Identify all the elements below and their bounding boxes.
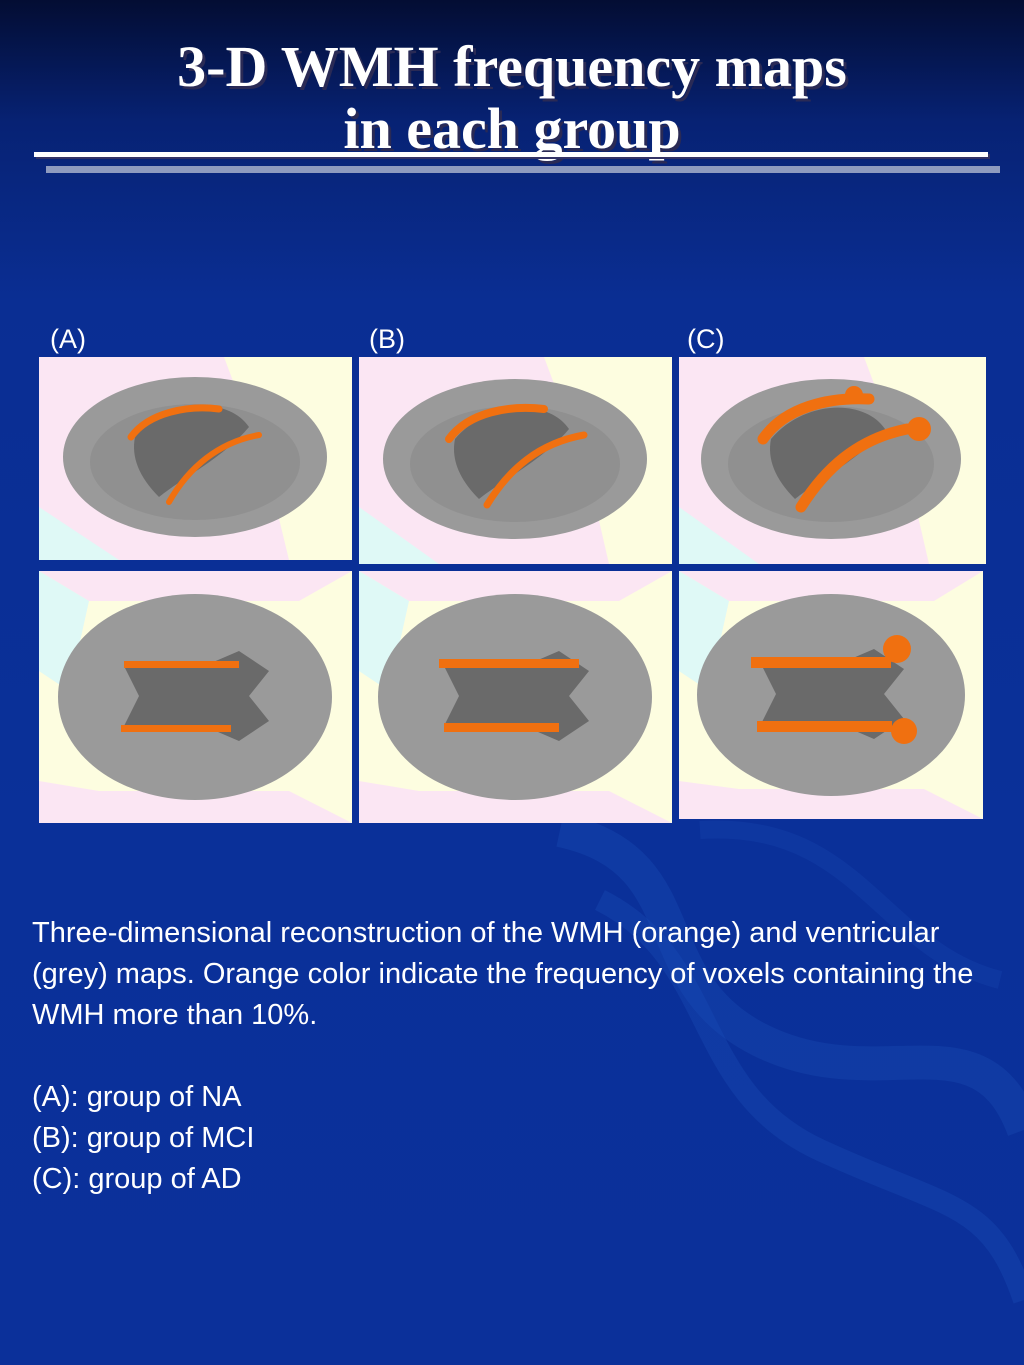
- panel-label-c: (C): [687, 324, 725, 354]
- panel-label-a: (A): [50, 324, 86, 354]
- brain-oblique-view-b: [359, 357, 672, 564]
- slide-title: 3-D WMH frequency maps in each group: [0, 36, 1024, 160]
- title-line-1: 3-D WMH frequency maps: [177, 34, 847, 99]
- brain-axial-view-a: [39, 571, 352, 823]
- title-underline-shadow: [46, 166, 1000, 173]
- group-legend: (A): group of NA (B): group of MCI (C): …: [32, 1077, 254, 1200]
- title-underline: [34, 152, 988, 157]
- brain-axial-view-c: [679, 571, 983, 819]
- panel-label-b: (B): [369, 324, 405, 354]
- figure-caption: Three-dimensional reconstruction of the …: [32, 917, 974, 1031]
- legend-item-b: (B): group of MCI: [32, 1122, 255, 1154]
- brain-oblique-view-c: [679, 357, 986, 564]
- brain-axial-view-b: [359, 571, 672, 823]
- legend-item-a: (A): group of NA: [32, 1081, 242, 1113]
- brain-oblique-view-a: [39, 357, 352, 560]
- title-line-2: in each group: [343, 96, 681, 161]
- legend-item-c: (C): group of AD: [32, 1163, 242, 1195]
